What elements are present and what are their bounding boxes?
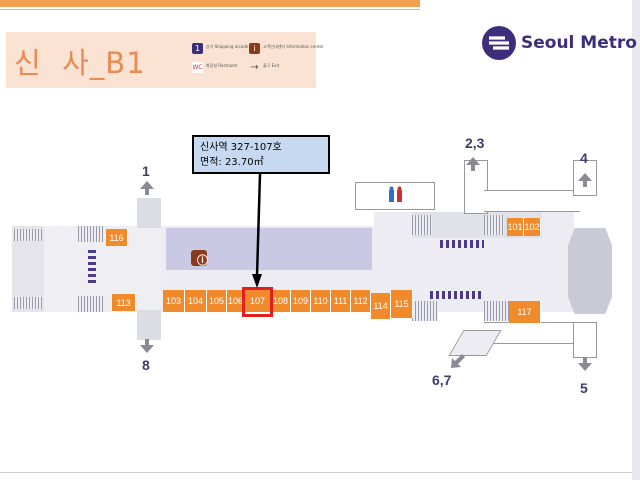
callout-line-1: 신사역 327-107호 bbox=[200, 142, 282, 153]
station-title: 신 사_B1 bbox=[14, 46, 146, 80]
stairs bbox=[484, 301, 510, 321]
callout-pointer-arrow bbox=[252, 173, 262, 288]
shop-116[interactable]: 116 bbox=[106, 229, 128, 246]
exit-corridor-east bbox=[484, 190, 580, 212]
shop-103[interactable]: 103 bbox=[163, 290, 185, 312]
gates bbox=[440, 240, 484, 248]
east-platform-end bbox=[568, 228, 612, 314]
legend-text-restroom: 화장실 Restroom bbox=[206, 63, 238, 68]
exit-label-8: 8 bbox=[142, 357, 150, 373]
title-panel bbox=[6, 32, 316, 88]
legend-text-info: 고객안내센터 Information center bbox=[263, 44, 324, 49]
stairs bbox=[14, 297, 42, 309]
stairs bbox=[412, 301, 438, 321]
bottom-line bbox=[0, 472, 632, 473]
shop-legend-icon: 1 bbox=[192, 43, 203, 54]
shop-104[interactable]: 104 bbox=[185, 290, 207, 312]
gates bbox=[88, 250, 96, 286]
exit-label-6-7: 6,7 bbox=[432, 372, 452, 388]
exit-label-1: 1 bbox=[142, 163, 150, 179]
shop-109[interactable]: 109 bbox=[291, 290, 311, 312]
info-glyph: ⓘ bbox=[197, 254, 208, 267]
info-legend-icon: i bbox=[249, 43, 260, 54]
stairs bbox=[484, 215, 504, 235]
stairs bbox=[14, 229, 42, 241]
gates bbox=[430, 291, 484, 299]
exit-corridor-8 bbox=[137, 310, 161, 340]
exit-corridor-1 bbox=[137, 198, 161, 228]
callout-box: 신사역 327-107호 면적: 23.70㎡ bbox=[192, 135, 330, 174]
shop-112[interactable]: 112 bbox=[351, 290, 371, 312]
shop-115[interactable]: 115 bbox=[391, 290, 413, 318]
right-edge-strip bbox=[632, 0, 640, 480]
shop-114[interactable]: 114 bbox=[371, 293, 391, 319]
restroom-legend-icon: WC bbox=[192, 62, 203, 73]
top-accent-bar bbox=[0, 0, 420, 7]
legend-text-shop: 상가 Shopping arcade bbox=[206, 44, 249, 49]
information-center-icon bbox=[191, 250, 207, 266]
arrow-down-left-icon bbox=[451, 354, 465, 368]
exit-legend-icon: → bbox=[250, 62, 259, 73]
arrow-up-icon bbox=[466, 157, 480, 171]
stairs bbox=[78, 296, 104, 312]
stairs bbox=[78, 226, 104, 242]
exit-label-4: 4 bbox=[580, 150, 588, 166]
shop-111[interactable]: 111 bbox=[331, 290, 351, 312]
legend-text-exit: 출구 Exit bbox=[263, 63, 280, 68]
restroom-icon bbox=[387, 186, 405, 204]
shop-102[interactable]: 102 bbox=[524, 218, 541, 236]
shop-113[interactable]: 113 bbox=[112, 294, 136, 311]
shop-108[interactable]: 108 bbox=[271, 290, 291, 312]
shop-110[interactable]: 110 bbox=[311, 290, 331, 312]
top-accent-line bbox=[0, 9, 420, 10]
highlight-frame-107 bbox=[242, 287, 273, 317]
shop-117[interactable]: 117 bbox=[509, 301, 541, 323]
arrow-down-icon bbox=[140, 339, 154, 353]
seoul-metro-logo-text: Seoul Metro bbox=[521, 33, 637, 53]
callout-line-2: 면적: 23.70㎡ bbox=[200, 157, 264, 168]
seoul-metro-logo-icon bbox=[482, 26, 516, 60]
arrow-up-icon bbox=[578, 173, 592, 187]
shop-105[interactable]: 105 bbox=[207, 290, 227, 312]
shop-101[interactable]: 101 bbox=[507, 218, 524, 236]
arrow-up-icon bbox=[140, 181, 154, 195]
arrow-down-icon bbox=[578, 357, 592, 371]
exit-corridor-5 bbox=[573, 322, 597, 358]
exit-label-5: 5 bbox=[580, 380, 588, 396]
stairs bbox=[412, 215, 432, 235]
exit-label-2-3: 2,3 bbox=[465, 135, 485, 151]
